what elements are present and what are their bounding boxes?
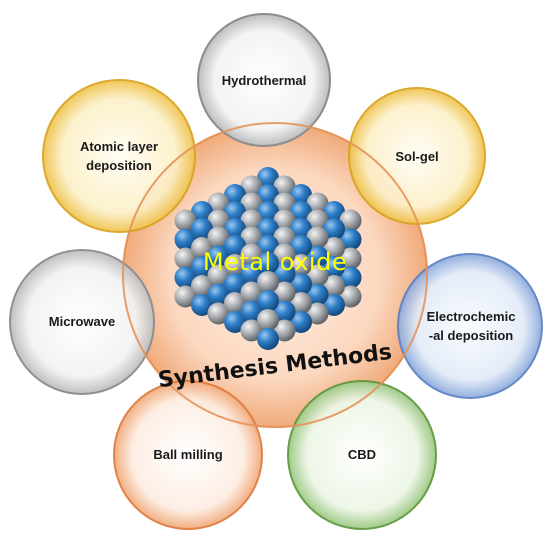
sphere-blue (290, 218, 312, 240)
sphere-gray (306, 264, 329, 287)
sphere-blue (240, 300, 263, 323)
sphere-gray (323, 237, 345, 259)
sphere-gray (240, 226, 263, 249)
center-circle-outline (122, 122, 428, 428)
sphere-gray (339, 247, 362, 270)
sphere-blue (306, 283, 329, 306)
sphere-blue (323, 218, 345, 240)
label-cbd: CBD (347, 447, 377, 463)
sphere-gray (306, 209, 329, 232)
sphere-gray (224, 292, 246, 314)
sphere-gray (240, 175, 263, 198)
sphere-gray (273, 319, 296, 342)
sphere-gray (224, 254, 246, 276)
sphere-gray (207, 209, 230, 232)
sphere-gray (339, 209, 362, 232)
sphere-blue (290, 184, 312, 206)
label-ball-milling: Ball milling (153, 447, 223, 463)
circle-microwave (9, 249, 155, 395)
sphere-blue (224, 184, 246, 206)
sphere-gray (240, 209, 263, 232)
sphere-gray (240, 243, 263, 266)
sphere-blue (257, 218, 279, 240)
sphere-gray (339, 285, 362, 308)
sphere-gray (207, 302, 230, 325)
sphere-blue (257, 201, 279, 223)
label-ald: Atomic layer deposition (79, 138, 159, 174)
sphere-blue (290, 235, 312, 257)
sphere-blue (290, 201, 312, 223)
sphere-gray (207, 192, 230, 215)
sphere-gray (207, 226, 230, 249)
sphere-blue (257, 167, 279, 189)
sphere-blue (191, 218, 213, 240)
sphere-blue (224, 273, 246, 295)
sphere-gray (306, 192, 329, 215)
sphere-blue (240, 262, 263, 285)
sphere-blue (273, 300, 296, 323)
sphere-blue (257, 328, 279, 350)
sphere-blue (306, 245, 329, 268)
sphere-blue (323, 256, 345, 278)
sphere-gray (273, 226, 296, 249)
sphere-blue (257, 290, 279, 312)
sphere-blue (174, 266, 197, 289)
sphere-gray (257, 309, 279, 331)
sphere-blue (290, 273, 312, 295)
sphere-blue (224, 201, 246, 223)
label-microwave: Microwave (48, 314, 116, 330)
sphere-gray (273, 281, 296, 304)
sphere-gray (240, 319, 263, 342)
sphere-blue (191, 201, 213, 223)
sphere-blue (224, 235, 246, 257)
sphere-blue (290, 311, 312, 333)
sphere-blue (257, 252, 279, 274)
label-electrochemical: Electrochemic -al deposition (426, 308, 516, 344)
sphere-blue (257, 235, 279, 257)
sphere-blue (207, 245, 230, 268)
sphere-gray (240, 192, 263, 215)
sphere-gray (273, 209, 296, 232)
sphere-gray (240, 281, 263, 304)
sphere-gray (257, 271, 279, 293)
sphere-blue (323, 294, 345, 316)
sphere-gray (306, 226, 329, 249)
sphere-blue (191, 256, 213, 278)
sphere-gray (273, 175, 296, 198)
sphere-gray (191, 237, 213, 259)
label-sol-gel: Sol-gel (395, 149, 439, 165)
circle-sol-gel (348, 87, 486, 225)
sphere-blue (257, 184, 279, 206)
sphere-gray (174, 285, 197, 308)
sphere-gray (174, 247, 197, 270)
sphere-gray (174, 209, 197, 232)
sphere-gray (306, 302, 329, 325)
sphere-gray (207, 264, 230, 287)
circle-ald (42, 79, 196, 233)
sphere-gray (290, 254, 312, 276)
sphere-gray (273, 192, 296, 215)
sphere-blue (224, 311, 246, 333)
sphere-gray (323, 275, 345, 297)
sphere-gray (191, 275, 213, 297)
sphere-blue (323, 201, 345, 223)
circle-hydrothermal (197, 13, 331, 147)
sphere-blue (224, 218, 246, 240)
sphere-blue (174, 228, 197, 251)
sphere-blue (191, 294, 213, 316)
metal-oxide-cluster (174, 167, 362, 350)
center-title: Metal oxide (202, 248, 348, 276)
sphere-blue (273, 262, 296, 285)
sphere-blue (339, 266, 362, 289)
sphere-blue (207, 283, 230, 306)
circle-electrochemical (397, 253, 543, 399)
sphere-gray (290, 292, 312, 314)
sphere-blue (339, 228, 362, 251)
sphere-gray (273, 243, 296, 266)
label-hydrothermal: Hydrothermal (221, 73, 307, 89)
